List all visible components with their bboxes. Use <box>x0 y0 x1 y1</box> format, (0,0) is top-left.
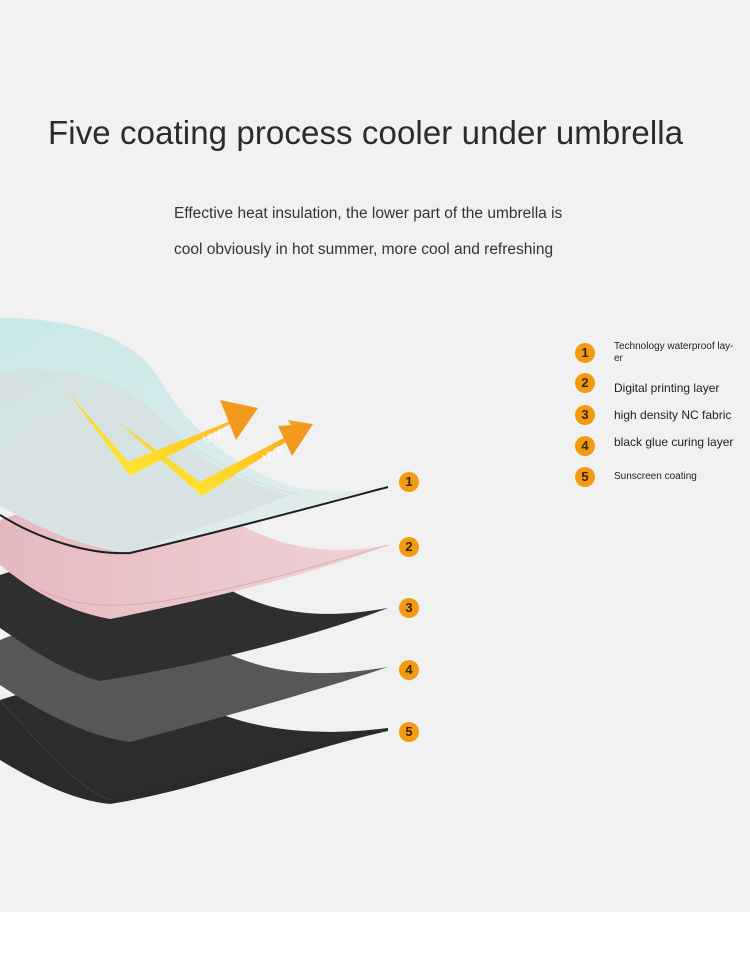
legend-badge-4: 4 <box>575 436 595 456</box>
legend-label-1b: er <box>614 353 623 364</box>
legend-label-2: Digital printing layer <box>614 381 720 395</box>
layer-marker-5: 5 <box>399 722 419 742</box>
legend-badge-1: 1 <box>575 343 595 363</box>
bottom-white-area <box>0 912 750 969</box>
legend-label-4: black glue curing layer <box>614 435 734 449</box>
layer-marker-4: 4 <box>399 660 419 680</box>
legend-label-5: Sunscreen coating <box>614 471 697 482</box>
layer-marker-2: 2 <box>399 537 419 557</box>
legend-label-3: high density NC fabric <box>614 408 732 422</box>
layer-marker-3: 3 <box>399 598 419 618</box>
legend-badge-2: 2 <box>575 373 595 393</box>
layer-marker-1: 1 <box>399 472 419 492</box>
layer-5-sunscreen <box>0 700 388 804</box>
uvb-label: UVB <box>261 443 287 464</box>
legend-badge-5: 5 <box>575 467 595 487</box>
page-title: Five coating process cooler under umbrel… <box>48 114 684 151</box>
product-panel: Five coating process cooler under umbrel… <box>0 0 750 912</box>
subtitle-line-2: cool obviously in hot summer, more cool … <box>174 241 554 258</box>
layers-illustration: UVA UVB <box>0 318 389 804</box>
uva-label: UVA <box>201 427 226 447</box>
subtitle-line-1: Effective heat insulation, the lower par… <box>174 205 563 222</box>
legend-badge-3: 3 <box>575 405 595 425</box>
legend-label-1a: Technology waterproof lay- <box>614 341 734 352</box>
